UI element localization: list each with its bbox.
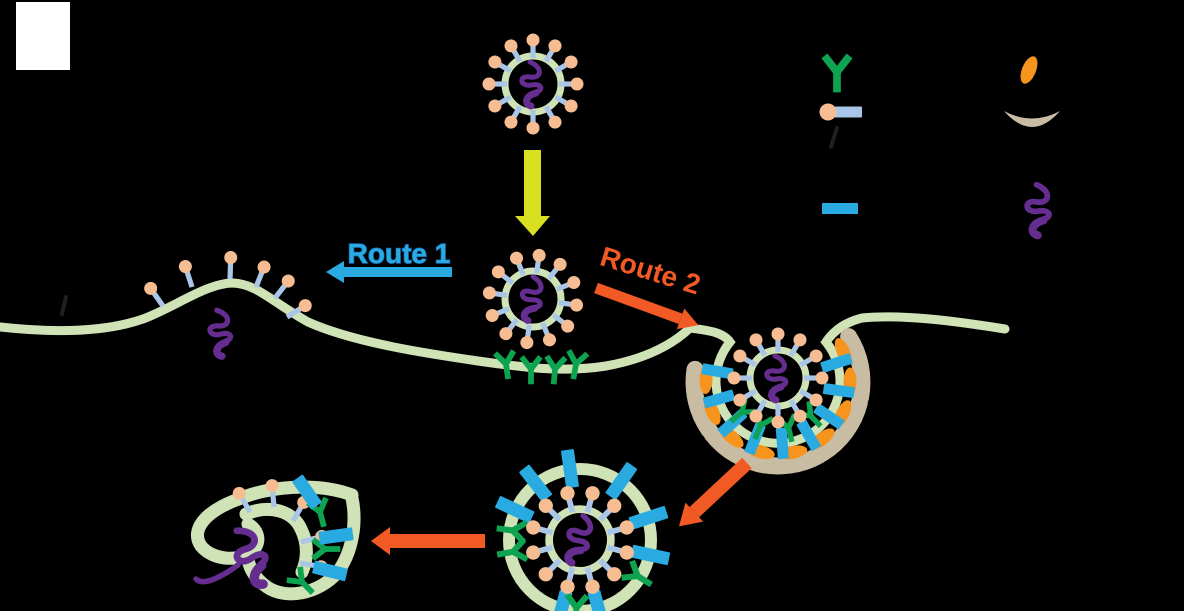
legend-spike-protein-icon [819,103,862,121]
membrane-tick [60,295,68,316]
endosome-rod [495,449,671,611]
fusion-arrow [371,527,485,555]
white-label-box [16,2,70,70]
route1-label: Route 1 [348,238,451,269]
plasma-membrane [0,278,1010,448]
route2-arrow [594,282,699,330]
escaping-genome-tail [193,562,241,585]
legend-blue-rod-icon [822,203,858,214]
legend-tan-crescent-icon [1004,111,1060,127]
route1-arrow [326,261,452,283]
endocytic-pit [689,328,866,471]
endosome [494,449,671,611]
legend-orange-ellipse-icon [1020,56,1038,84]
late-endosome-fusion [190,474,361,602]
entry-arrow [515,150,550,236]
escape-rod [292,474,354,582]
legend [819,53,1060,236]
legend-tick [829,126,839,149]
trafficking-arrow [678,457,752,527]
